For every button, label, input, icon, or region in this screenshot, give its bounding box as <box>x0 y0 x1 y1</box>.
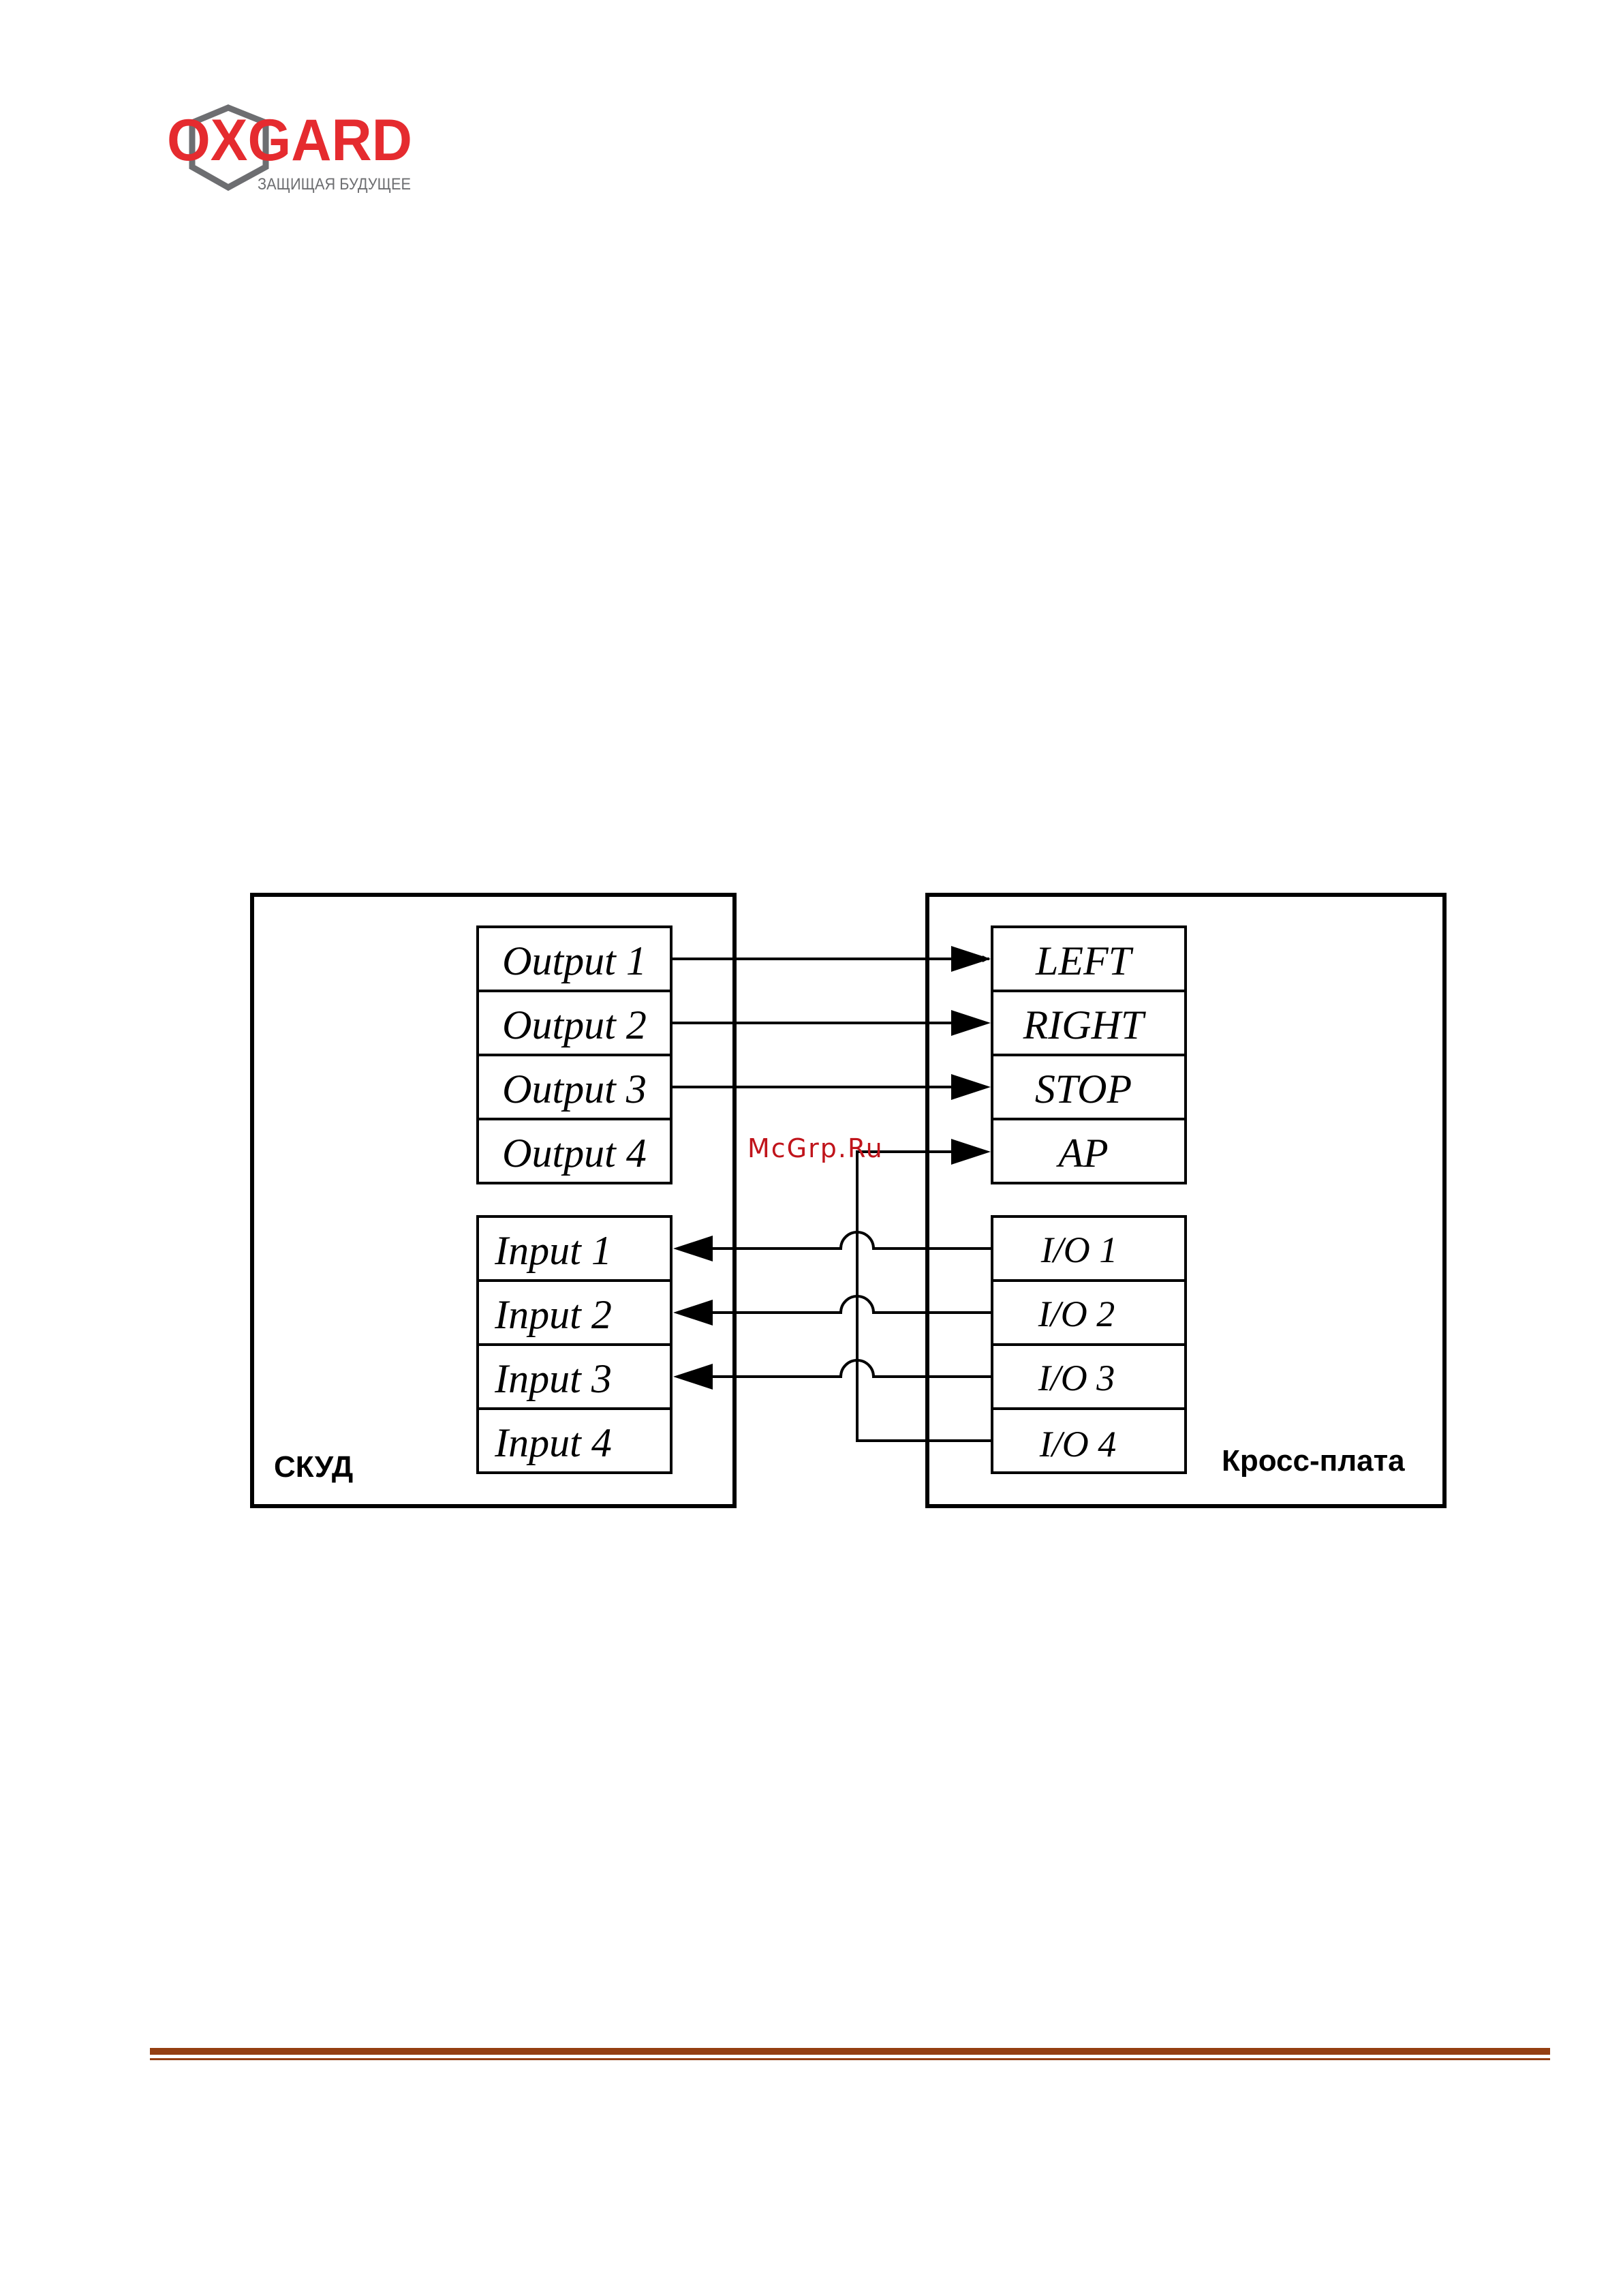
output-label-2: Output 2 <box>502 1002 647 1047</box>
controls-group: LEFT RIGHT STOP AP <box>992 927 1186 1183</box>
watermark: McGrp.Ru <box>747 1133 884 1163</box>
skud-title: СКУД <box>274 1450 353 1484</box>
io-label-4: I/O 4 <box>1039 1424 1116 1465</box>
cross-board-title: Кросс-плата <box>1222 1444 1405 1478</box>
control-label-right: RIGHT <box>1023 1002 1146 1047</box>
input-label-1: Input 1 <box>494 1228 612 1273</box>
input-label-3: Input 3 <box>494 1356 612 1401</box>
arrow-ap-icon <box>951 1139 991 1165</box>
output-label-4: Output 4 <box>502 1131 647 1176</box>
inputs-group: Input 1 Input 2 Input 3 Input 4 <box>478 1216 671 1473</box>
io-label-3: I/O 3 <box>1038 1358 1115 1398</box>
io-group: I/O 1 I/O 2 I/O 3 I/O 4 <box>992 1216 1186 1473</box>
io-label-2: I/O 2 <box>1038 1294 1115 1334</box>
arrow-left-icon <box>951 946 991 972</box>
wire-io3-input3 <box>709 1360 992 1377</box>
arrow-input1-icon <box>673 1236 713 1261</box>
wire-io4-ap <box>857 1152 992 1441</box>
arrow-right-icon <box>951 1010 991 1036</box>
skud-block <box>252 895 735 1506</box>
control-label-ap: AP <box>1055 1131 1108 1176</box>
footer-rule-thin <box>150 2058 1550 2060</box>
control-label-stop: STOP <box>1035 1067 1132 1112</box>
wire-io2-input2 <box>709 1296 992 1313</box>
output-label-1: Output 1 <box>502 938 647 983</box>
input-label-2: Input 2 <box>494 1292 612 1337</box>
control-label-left: LEFT <box>1035 938 1134 983</box>
output-label-3: Output 3 <box>502 1067 647 1112</box>
io-label-1: I/O 1 <box>1040 1229 1117 1270</box>
arrow-input3-icon <box>673 1364 713 1390</box>
wire-io1-input1 <box>709 1232 992 1249</box>
footer-rule-thick <box>150 2048 1550 2055</box>
arrow-stop-icon <box>951 1074 991 1100</box>
outputs-group: Output 1 Output 2 Output 3 Output 4 <box>478 927 671 1183</box>
arrow-input2-icon <box>673 1300 713 1326</box>
input-label-4: Input 4 <box>494 1420 612 1465</box>
